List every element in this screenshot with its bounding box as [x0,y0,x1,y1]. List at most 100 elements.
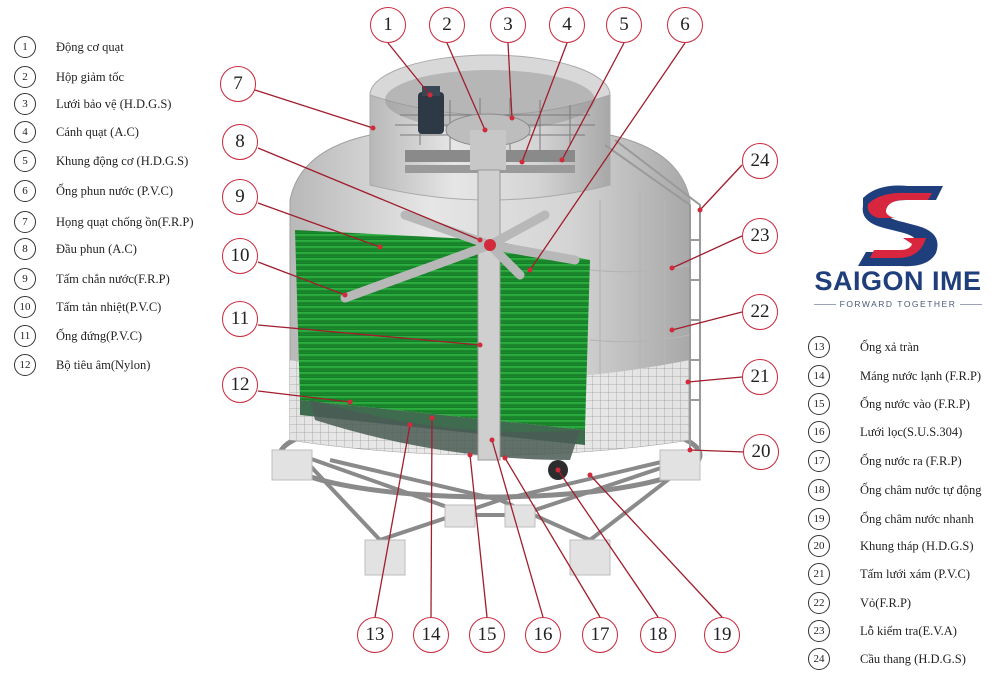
callout-3: 3 [490,7,526,43]
callout-15: 15 [469,617,505,653]
legend-item: 7 Họng quạt chống ồn(F.R.P) [14,211,194,233]
callout-16: 16 [525,617,561,653]
legend-label: Tấm tản nhiệt(P.V.C) [56,299,162,314]
leader-dots [342,92,703,478]
legend-number: 12 [14,354,36,376]
legend-number: 4 [14,121,36,143]
legend-item: 6 Ống phun nước (P.V.C) [14,180,173,202]
legend-label: Hộp giảm tốc [56,69,125,84]
legend-item: 15 Ống nước vào (F.R.P) [808,393,970,415]
legend-label: Họng quạt chống ồn(F.R.P) [56,214,194,229]
callout-11: 11 [222,301,258,337]
legend-number: 8 [14,238,36,260]
legend-label: Ống nước ra (F.R.P) [860,453,962,468]
legend-item: 19 Ống châm nước nhanh [808,508,974,530]
legend-number: 2 [14,66,36,88]
legend-label: Lưới lọc(S.U.S.304) [860,424,963,439]
legend-label: Khung động cơ (H.D.G.S) [56,153,189,168]
callout-20: 20 [743,434,779,470]
legend-label: Ống châm nước tự động [860,482,982,497]
legend-label: Vỏ(F.R.P) [860,595,912,610]
legend-label: Lưới bảo vệ (H.D.G.S) [56,96,172,111]
callout-21: 21 [742,359,778,395]
legend-label: Tấm chắn nước(F.R.P) [56,271,170,286]
legend-number: 14 [808,365,830,387]
callout-5: 5 [606,7,642,43]
legend-label: Cầu thang (H.D.G.S) [860,651,966,666]
callout-1: 1 [370,7,406,43]
legend-item: 3 Lưới bảo vệ (H.D.G.S) [14,93,171,115]
logo-mark-icon [858,185,943,267]
legend-number: 23 [808,620,830,642]
callout-14: 14 [413,617,449,653]
legend-label: Tấm lưới xám (P.V.C) [860,566,971,581]
legend-number: 17 [808,450,830,472]
legend-item: 17 Ống nước ra (F.R.P) [808,450,962,472]
legend-number: 11 [14,325,36,347]
callout-7: 7 [220,66,256,102]
callout-10: 10 [222,238,258,274]
callout-18: 18 [640,617,676,653]
legend-item: 21 Tấm lưới xám (P.V.C) [808,563,970,585]
callout-13: 13 [357,617,393,653]
logo-divider [960,304,982,305]
legend-item: 24 Cầu thang (H.D.G.S) [808,648,966,670]
logo-name: SAIGON IME [814,266,982,296]
brand-logo: SAIGON IME FORWARD TOGETHER [808,178,988,318]
legend-number: 15 [808,393,830,415]
callout-6: 6 [667,7,703,43]
legend-label: Ống nước vào (F.R.P) [860,396,970,411]
fill-media [295,230,590,430]
legend-number: 7 [14,211,36,233]
logo-divider [814,304,836,305]
callout-8: 8 [222,124,258,160]
legend-label: Động cơ quạt [56,39,124,54]
riser-pipe [477,169,501,461]
leader-lines [254,42,746,618]
callout-24: 24 [742,143,778,179]
legend-label: Ống xả tràn [860,339,920,354]
legend-item: 10 Tấm tản nhiệt(P.V.C) [14,296,161,318]
callout-23: 23 [742,218,778,254]
legend-number: 18 [808,479,830,501]
ladder [604,139,701,450]
legend-item: 9 Tấm chắn nước(F.R.P) [14,268,170,290]
legend-number: 9 [14,268,36,290]
legend-number: 19 [808,508,830,530]
callout-22: 22 [742,294,778,330]
legend-item: 16 Lưới lọc(S.U.S.304) [808,421,962,443]
legend-label: Cánh quạt (A.C) [56,124,139,139]
legend-number: 22 [808,592,830,614]
legend-number: 6 [14,180,36,202]
callout-9: 9 [222,179,258,215]
legend-item: 1 Động cơ quạt [14,36,124,58]
legend-item: 18 Ống châm nước tự động [808,479,982,501]
legend-label: Ống đứng(P.V.C) [56,328,143,343]
legend-label: Ống phun nước (P.V.C) [56,183,173,198]
legend-label: Máng nước lạnh (F.R.P) [860,368,982,383]
legend-item: 22 Vỏ(F.R.P) [808,592,911,614]
legend-number: 5 [14,150,36,172]
legend-item: 2 Hộp giảm tốc [14,66,124,88]
callout-12: 12 [222,367,258,403]
legend-number: 20 [808,535,830,557]
callout-19: 19 [704,617,740,653]
legend-number: 3 [14,93,36,115]
callout-2: 2 [429,7,465,43]
legend-number: 1 [14,36,36,58]
callout-4: 4 [549,7,585,43]
legend-label: Ống châm nước nhanh [860,511,974,526]
legend-item: 14 Máng nước lạnh (F.R.P) [808,365,981,387]
logo-tagline: FORWARD TOGETHER [839,299,957,309]
legend-number: 21 [808,563,830,585]
legend-number: 24 [808,648,830,670]
spray-arms [340,210,580,303]
legend-number: 16 [808,421,830,443]
legend-item: 4 Cánh quạt (A.C) [14,121,139,143]
legend-number: 10 [14,296,36,318]
